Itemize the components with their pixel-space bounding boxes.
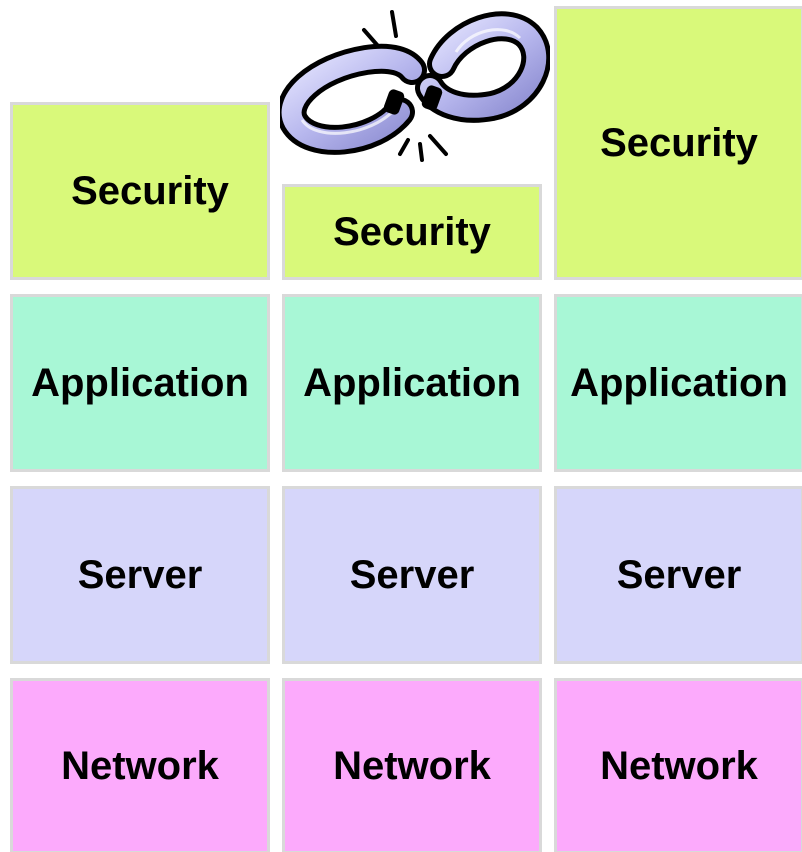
- application-block-col1: Application: [10, 294, 270, 472]
- server-block-col2: Server: [282, 486, 542, 664]
- server-label-col3: Server: [616, 553, 742, 597]
- server-block-col1: Server: [10, 486, 270, 664]
- application-block-col3: Application: [554, 294, 802, 472]
- network-block-col2: Network: [282, 678, 542, 852]
- application-label-col1: Application: [31, 361, 249, 405]
- server-label-col1: Server: [77, 553, 203, 597]
- server-block-col3: Server: [554, 486, 802, 664]
- security-block-col1: Security: [10, 102, 270, 280]
- network-block-col1: Network: [10, 678, 270, 852]
- server-label-col2: Server: [349, 553, 475, 597]
- security-block-col2: Security: [282, 184, 542, 280]
- security-label-col1: Security: [71, 169, 229, 213]
- security-block-col3: Security: [554, 6, 802, 280]
- network-label-col1: Network: [61, 744, 219, 788]
- application-label-col3: Application: [570, 361, 788, 405]
- security-label-col2: Security: [333, 210, 491, 254]
- network-label-col2: Network: [333, 744, 491, 788]
- security-label-col3: Security: [600, 121, 758, 165]
- spark-lines: [362, 10, 448, 162]
- network-block-col3: Network: [554, 678, 802, 852]
- broken-chain-icon: [280, 10, 550, 162]
- left-link: [280, 43, 427, 155]
- network-label-col3: Network: [600, 744, 758, 788]
- right-link: [415, 11, 550, 123]
- application-block-col2: Application: [282, 294, 542, 472]
- application-label-col2: Application: [303, 361, 521, 405]
- broken-ends: [383, 85, 443, 115]
